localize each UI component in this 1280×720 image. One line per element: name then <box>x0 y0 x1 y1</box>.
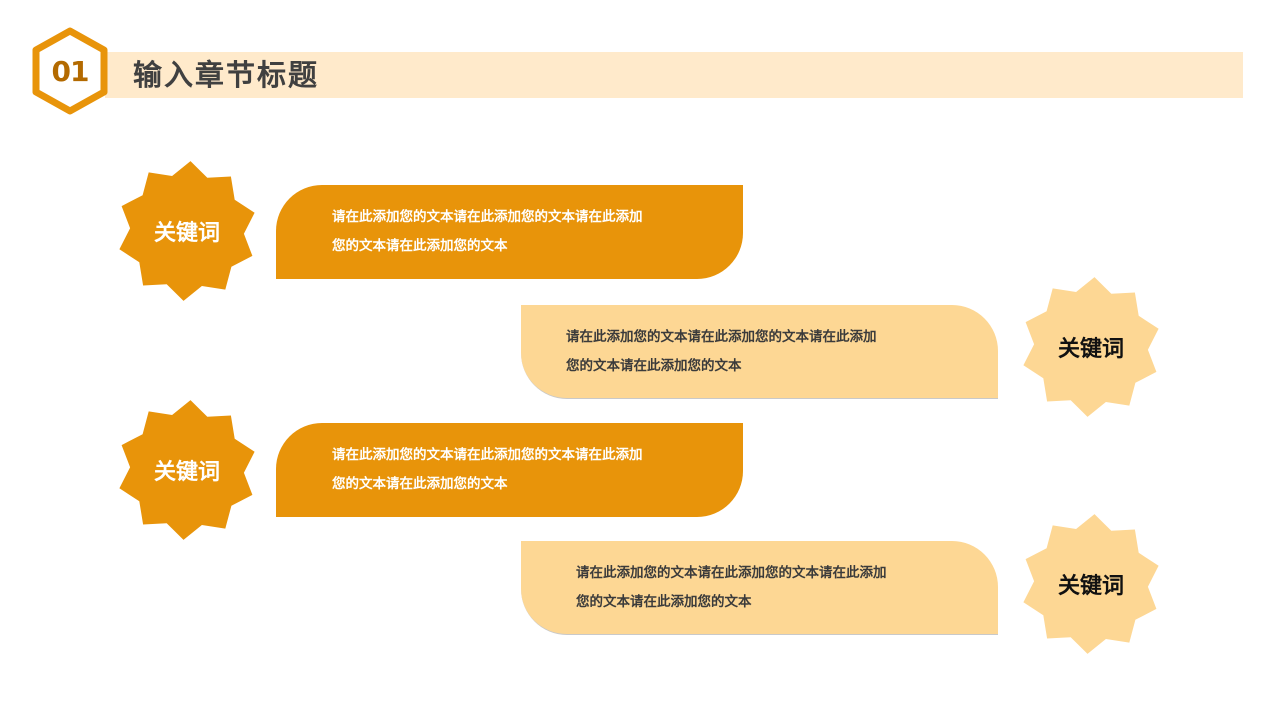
keyword-label: 关键词 <box>1057 337 1124 362</box>
header-bar <box>105 52 1243 98</box>
star-burst-icon <box>1023 277 1159 417</box>
keyword-label: 关键词 <box>1057 574 1124 599</box>
star-burst-icon <box>119 400 255 540</box>
text-line: 请在此添加您的文本请在此添加您的文本请在此添加 <box>332 447 643 463</box>
star-shape <box>1023 277 1159 417</box>
section-number: 01 <box>51 54 90 88</box>
text-line: 请在此添加您的文本请在此添加您的文本请在此添加 <box>332 209 643 225</box>
keyword-label: 关键词 <box>153 460 220 485</box>
star-burst-icon <box>1023 514 1159 654</box>
text-line: 您的文本请在此添加您的文本 <box>566 357 742 374</box>
hexagon-badge-icon <box>32 27 108 115</box>
keyword-badge-2: 关键词 <box>1021 276 1161 418</box>
text-line: 请在此添加您的文本请在此添加您的文本请在此添加 <box>576 564 887 581</box>
star-shape <box>119 161 255 301</box>
keyword-badge-3: 关键词 <box>117 399 257 541</box>
text-box-2: 请在此添加您的文本请在此添加您的文本请在此添加 您的文本请在此添加您的文本 <box>521 305 998 399</box>
text-box-1: 请在此添加您的文本请在此添加您的文本请在此添加 您的文本请在此添加您的文本 <box>276 185 743 279</box>
star-burst-icon <box>119 161 255 301</box>
text-line: 请在此添加您的文本请在此添加您的文本请在此添加 <box>566 328 877 345</box>
section-title: 输入章节标题 <box>133 58 320 92</box>
text-line: 您的文本请在此添加您的文本 <box>332 238 508 254</box>
keyword-badge-1: 关键词 <box>117 160 257 302</box>
keyword-label: 关键词 <box>153 221 220 246</box>
text-line: 您的文本请在此添加您的文本 <box>332 476 508 492</box>
star-shape <box>1023 514 1159 654</box>
text-line: 您的文本请在此添加您的文本 <box>576 593 752 610</box>
keyword-badge-4: 关键词 <box>1021 513 1161 655</box>
text-box-4: 请在此添加您的文本请在此添加您的文本请在此添加 您的文本请在此添加您的文本 <box>521 541 998 635</box>
text-box-3: 请在此添加您的文本请在此添加您的文本请在此添加 您的文本请在此添加您的文本 <box>276 423 743 517</box>
star-shape <box>119 400 255 540</box>
